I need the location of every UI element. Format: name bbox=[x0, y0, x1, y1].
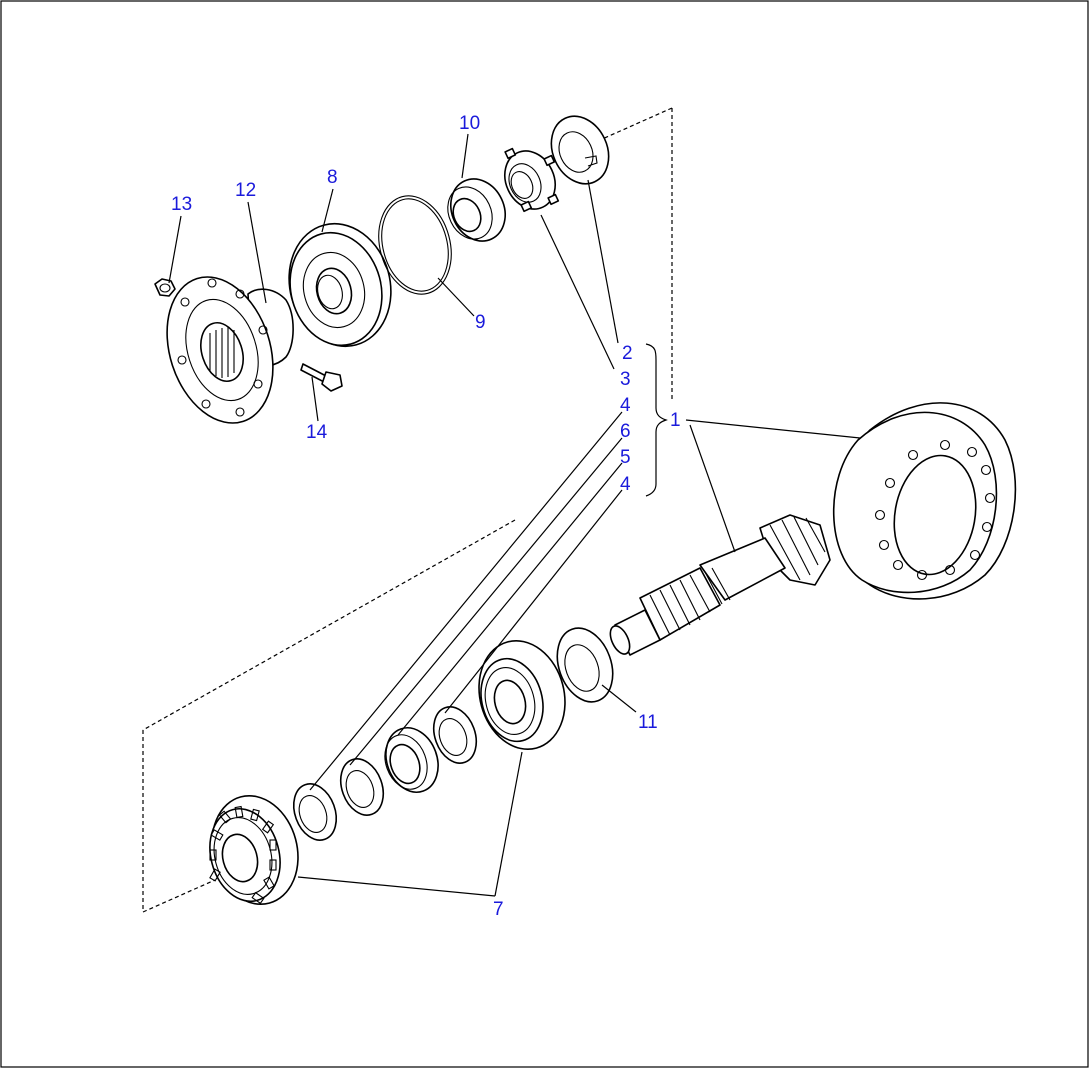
lock-washer-2 bbox=[550, 115, 610, 185]
o-ring-9 bbox=[378, 195, 452, 295]
bearing-10 bbox=[447, 178, 506, 242]
bolt-14 bbox=[300, 363, 343, 392]
collar-6 bbox=[384, 727, 439, 793]
shim-4-lower bbox=[292, 783, 338, 841]
callout-4-upper: 4 bbox=[620, 395, 631, 416]
callout-3: 3 bbox=[620, 369, 631, 390]
callout-9: 9 bbox=[475, 312, 486, 333]
callout-10: 10 bbox=[459, 113, 480, 134]
callout-12: 12 bbox=[235, 180, 256, 201]
callout-8: 8 bbox=[327, 167, 338, 188]
callout-14: 14 bbox=[306, 422, 328, 443]
seal-housing-8 bbox=[288, 222, 392, 348]
bearing-7-outer bbox=[209, 794, 299, 906]
leader-lines bbox=[168, 133, 861, 897]
companion-flange-12 bbox=[166, 276, 294, 424]
callout-13: 13 bbox=[171, 194, 192, 215]
callout-4-lower: 4 bbox=[620, 474, 631, 495]
ring-gear-1 bbox=[832, 402, 1017, 600]
castle-nut-3 bbox=[504, 147, 560, 213]
callout-2: 2 bbox=[622, 343, 633, 364]
callout-1: 1 bbox=[670, 410, 681, 431]
nut-13 bbox=[154, 278, 176, 297]
bearing-7-inner bbox=[478, 639, 566, 751]
callout-5: 5 bbox=[620, 447, 631, 468]
shim-11 bbox=[556, 627, 614, 703]
spacer-5 bbox=[432, 706, 478, 764]
group-brace bbox=[645, 343, 668, 497]
callout-labels: 1 2 3 4 6 5 4 7 8 9 10 11 12 13 14 bbox=[171, 113, 681, 920]
shim-4-upper bbox=[339, 758, 385, 816]
callout-7: 7 bbox=[493, 899, 504, 920]
callout-6: 6 bbox=[620, 421, 631, 442]
callout-11: 11 bbox=[638, 712, 658, 733]
pinion-shaft-1 bbox=[609, 514, 831, 656]
